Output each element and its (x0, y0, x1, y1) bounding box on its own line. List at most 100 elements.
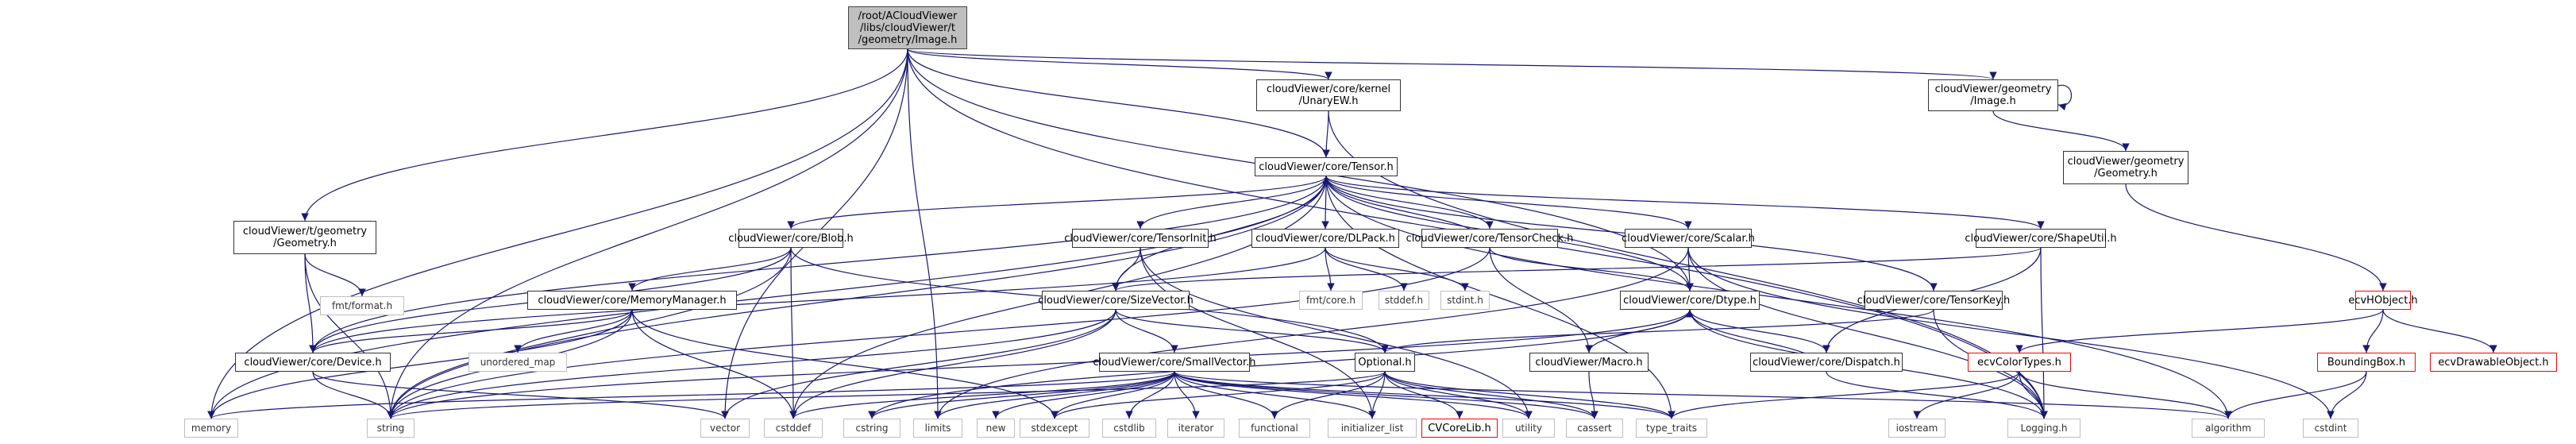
node-dispatch[interactable]: cloudViewer/core/Dispatch.h (1750, 353, 1903, 372)
node-ecvcolortypes[interactable]: ecvColorTypes.h (1968, 353, 2071, 372)
edge-ecvcolortypes-to-typetraits (1668, 371, 2020, 419)
edge-tensorcheck-to-string (387, 247, 1490, 419)
node-boundingbox[interactable]: BoundingBox.h (2317, 353, 2416, 372)
edge-optional-to-cassert (1384, 371, 1598, 419)
node-vector: vector (700, 419, 750, 438)
edge-optional-to-string (387, 371, 1386, 419)
edge-gimage-to-ggeometry (1992, 110, 2130, 152)
edge-smallvector-to-memory (207, 371, 1175, 419)
edge-smallvector-to-cassert (1174, 371, 1598, 419)
node-cstdlib: cstdlib (1102, 419, 1156, 438)
node-blob[interactable]: cloudViewer/core/Blob.h (728, 229, 854, 248)
edge-dtype-to-string (387, 309, 1691, 419)
edge-dlpack-to-stdinth (1325, 247, 1469, 291)
node-dtype[interactable]: cloudViewer/core/Dtype.h (1620, 291, 1760, 310)
node-cstddef: cstddef (764, 419, 823, 438)
edge-dlpack-to-stddefh (1325, 247, 1408, 291)
edge-smallvector-to-algorithm (1174, 371, 2232, 419)
edge-optional-to-functional (1271, 371, 1386, 419)
edge-ggeometry-to-ecvhobject (2125, 183, 2387, 291)
edge-tensorcheck-to-macro (1489, 247, 1593, 353)
edge-scalar-to-cstdint (1687, 247, 2335, 419)
node-shapeutil[interactable]: cloudViewer/core/ShapeUtil.h (1965, 229, 2117, 248)
node-device[interactable]: cloudViewer/core/Device.h (235, 353, 391, 372)
edge-memmgr-to-cstddef (631, 309, 797, 419)
edge-root-to-memory (207, 48, 908, 419)
node-new: new (977, 419, 1015, 438)
node-optional[interactable]: Optional.h (1355, 353, 1415, 372)
node-limits: limits (913, 419, 962, 438)
node-ecvhobject[interactable]: ecvHObject.h (2348, 291, 2418, 310)
node-sizevector[interactable]: cloudViewer/core/SizeVector.h (1038, 291, 1194, 310)
node-macro[interactable]: cloudViewer/Macro.h (1529, 353, 1649, 372)
node-stdinth: stdint.h (1440, 291, 1490, 310)
edge-root-to-limits (907, 48, 942, 419)
edge-tensor-to-algorithm (1325, 176, 2232, 419)
node-tgeometry[interactable]: cloudViewer/t/geometry /Geometry.h (233, 221, 376, 254)
edge-optional-to-stdexcept (1051, 371, 1386, 419)
edge-sizevector-to-cstddef (789, 309, 1116, 419)
node-unaryew[interactable]: cloudViewer/core/kernel /UnaryEW.h (1256, 79, 1401, 111)
edge-ecvhobject-to-boundingbox (2362, 309, 2384, 353)
node-fmtformat: fmt/format.h (320, 296, 404, 315)
edge-tensor-to-blob (787, 176, 1327, 230)
edge-smallvector-to-initlist (1174, 371, 1376, 419)
node-dlpack[interactable]: cloudViewer/core/DLPack.h (1251, 229, 1399, 248)
node-memory: memory (184, 419, 238, 438)
edge-sizevector-to-optional (1115, 309, 1389, 353)
edge-shapeutil-to-logging (2040, 247, 2048, 419)
node-gimage[interactable]: cloudViewer/geometry /Image.h (1928, 79, 2058, 111)
edge-ecvhobject-to-ecvcolortypes (2015, 309, 2384, 353)
edge-dlpack-to-device (309, 247, 1326, 353)
edge-root-to-unaryew (907, 48, 1332, 80)
node-functional: functional (1239, 419, 1310, 438)
edge-optional-to-utility (1384, 371, 1533, 419)
edge-macro-to-cassert (1588, 371, 1598, 419)
node-iostream: iostream (1888, 419, 1945, 438)
edge-blob-to-string (387, 247, 792, 419)
edge-boundingbox-to-cstdint (2327, 371, 2367, 419)
node-ggeometry[interactable]: cloudViewer/geometry /Geometry.h (2063, 151, 2188, 184)
edge-smallvector-to-cstddef (789, 371, 1175, 419)
edge-sizevector-to-smallvector (1115, 309, 1178, 353)
node-tensorkey[interactable]: cloudViewer/core/TensorKey.h (1857, 291, 2010, 310)
edge-tensorkey-to-optional (1381, 309, 1934, 353)
node-ecvdrawable[interactable]: ecvDrawableObject.h (2430, 353, 2557, 372)
edge-sizevector-to-string (387, 309, 1116, 419)
edge-ecvcolortypes-to-iostream (1913, 371, 2020, 419)
edge-tgeometry-to-fmtformat (304, 253, 366, 297)
edge-device-to-string (312, 371, 395, 419)
node-tensorcheck[interactable]: cloudViewer/core/TensorCheck.h (1406, 229, 1573, 248)
edge-optional-to-typetraits (1384, 371, 1676, 419)
node-logging: Logging.h (2007, 419, 2080, 438)
node-cassert: cassert (1566, 419, 1623, 438)
node-stdexcept: stdexcept (1020, 419, 1089, 438)
node-algorithm: algorithm (2192, 419, 2265, 438)
edge-smallvector-to-cstdlib (1125, 371, 1175, 419)
node-smallvector[interactable]: cloudViewer/core/SmallVector.h (1093, 353, 1256, 372)
edge-smallvector-to-limits (934, 371, 1175, 419)
edge-ecvcolortypes-to-logging (2019, 371, 2048, 419)
edge-root-to-string (387, 48, 908, 419)
node-memmgr[interactable]: cloudViewer/core/MemoryManager.h (527, 291, 737, 310)
edge-root-to-tgeometry (301, 48, 908, 222)
edge-smallvector-to-iterator (1174, 371, 1200, 419)
node-tensorinit[interactable]: cloudViewer/core/TensorInit.h (1064, 229, 1217, 248)
edge-tensor-to-scalar (1325, 176, 1692, 230)
edge-ecvcolortypes-to-algorithm (2019, 371, 2232, 419)
node-cvcorelib[interactable]: CVCoreLib.h (1421, 419, 1498, 438)
node-scalar[interactable]: cloudViewer/core/Scalar.h (1622, 229, 1755, 248)
edge-tensor-to-tensorcheck (1325, 176, 1494, 230)
edge-root-to-tensor (907, 48, 1330, 158)
edge-tensor-to-device (309, 176, 1327, 353)
edge-smallvector-to-cstring (868, 371, 1175, 419)
edge-gimage-to-gimage (2057, 84, 2073, 111)
edge-memmgr-to-memory (207, 309, 633, 419)
edge-optional-to-initlist (1368, 371, 1386, 419)
edge-device-to-vector (312, 371, 729, 419)
node-iterator: iterator (1167, 419, 1224, 438)
node-root[interactable]: /root/ACloudViewer /libs/cloudViewer/t /… (848, 6, 967, 49)
node-tensor[interactable]: cloudViewer/core/Tensor.h (1255, 157, 1398, 176)
